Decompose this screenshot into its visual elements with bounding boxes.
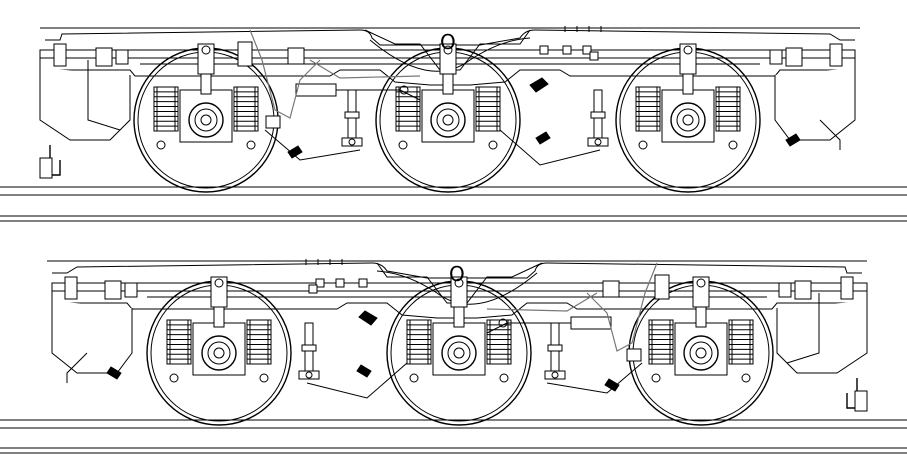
rail-lines <box>0 419 907 429</box>
hanger-left <box>692 276 710 328</box>
spring-right <box>648 319 674 365</box>
wheelset-1 <box>133 47 279 193</box>
brake-shoe <box>529 77 549 93</box>
frame-fitting <box>335 278 345 288</box>
axlebox <box>674 322 728 376</box>
damper-2 <box>298 322 320 380</box>
axlebox <box>432 322 486 376</box>
axle-hub <box>670 102 706 138</box>
spring-left <box>635 86 661 132</box>
spring-left <box>395 86 421 132</box>
spring-left <box>728 319 754 365</box>
hanger-right <box>679 43 697 95</box>
wheelset-3 <box>615 47 761 193</box>
traction-rod <box>486 316 612 334</box>
spring-left <box>246 319 272 365</box>
end-bracket-left <box>39 43 131 179</box>
frame-fitting <box>539 45 549 55</box>
brake-shoe <box>358 310 378 326</box>
brake-rigging <box>106 310 643 399</box>
brake-shoe <box>356 364 372 378</box>
brake-shoe <box>106 366 122 380</box>
bogie-upper <box>0 26 907 196</box>
spring-right <box>475 86 501 132</box>
axle-hub <box>683 335 719 371</box>
wheelset-3 <box>146 280 292 426</box>
lower-bogie-label: O <box>449 262 465 286</box>
hanger-centre <box>439 43 457 95</box>
axle-hub <box>201 335 237 371</box>
end-bracket-right <box>51 276 138 383</box>
end-bracket-left <box>776 276 868 412</box>
hanger-left <box>197 43 215 95</box>
end-bracket-right <box>769 43 856 150</box>
bogie-lower <box>0 259 907 429</box>
frame-fitting <box>589 51 599 61</box>
spring-right <box>166 319 192 365</box>
damper-1 <box>341 89 363 147</box>
axlebox <box>192 322 246 376</box>
frame-fitting <box>358 278 368 288</box>
air-pipe <box>237 29 421 129</box>
brake-shoe <box>785 133 801 147</box>
spring-right <box>715 86 741 132</box>
hanger-centre <box>450 276 468 328</box>
brake-shoe <box>535 131 551 145</box>
axle-hub <box>430 102 466 138</box>
rail-lines <box>0 186 907 196</box>
axle-hub <box>441 335 477 371</box>
frame-fitting <box>582 45 592 55</box>
hanger-right <box>210 276 228 328</box>
axlebox <box>421 89 475 143</box>
wheelset-2 <box>375 47 521 193</box>
track-lines <box>0 215 907 454</box>
axle-hub <box>188 102 224 138</box>
brake-shoe <box>604 378 620 392</box>
traction-rod <box>295 83 421 101</box>
frame-fitting <box>315 278 325 288</box>
axlebox <box>179 89 233 143</box>
air-pipe <box>486 262 670 362</box>
upper-bogie-label: O <box>440 30 456 54</box>
brake-rigging <box>264 77 801 166</box>
spring-right <box>406 319 432 365</box>
axlebox <box>661 89 715 143</box>
brake-shoe <box>287 145 303 159</box>
damper-2 <box>587 89 609 147</box>
spring-left <box>153 86 179 132</box>
frame-fitting <box>308 284 318 294</box>
damper-1 <box>544 322 566 380</box>
frame-fitting <box>562 45 572 55</box>
spring-right <box>233 86 259 132</box>
